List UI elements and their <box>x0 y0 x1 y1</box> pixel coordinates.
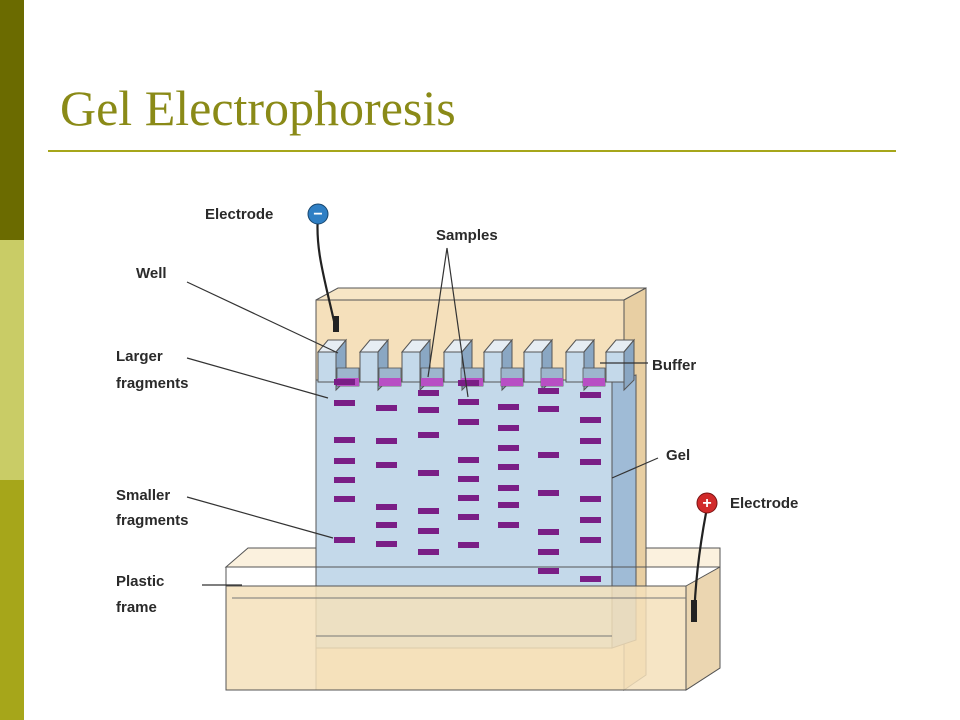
leader-lines <box>186 247 659 586</box>
label-plastic-frame-1: Plastic <box>116 573 164 590</box>
gel-tooth-front <box>401 351 421 383</box>
dna-band <box>458 542 479 548</box>
negative-electrode-icon <box>307 203 329 225</box>
dna-band <box>538 452 559 458</box>
dna-band <box>334 537 355 543</box>
label-well: Well <box>136 265 167 282</box>
dna-band <box>418 432 439 438</box>
dna-band <box>334 379 355 385</box>
label-electrode-positive: Electrode <box>730 495 798 512</box>
dna-band <box>580 417 601 423</box>
dna-band <box>580 537 601 543</box>
dna-band <box>376 462 397 468</box>
gel-tooth-front <box>523 351 543 383</box>
dna-band <box>498 485 519 491</box>
dna-bands <box>334 379 601 582</box>
positive-electrode-icon <box>696 492 718 514</box>
gel-tooth-front <box>565 351 585 383</box>
dna-band <box>538 490 559 496</box>
gel-tooth-front <box>443 351 463 383</box>
larger-fragments-leader <box>186 357 329 399</box>
positive-electrode-symbol: + <box>702 495 711 512</box>
dna-band <box>580 459 601 465</box>
side-bar-top <box>0 0 24 240</box>
dna-band <box>376 522 397 528</box>
dna-band <box>458 476 479 482</box>
dna-band <box>538 388 559 394</box>
label-gel: Gel <box>666 447 690 464</box>
title-divider <box>48 150 896 152</box>
dna-band <box>498 522 519 528</box>
gel-tooth-front <box>359 351 379 383</box>
dna-band <box>580 392 601 398</box>
sample-in-well <box>379 378 401 386</box>
negative-electrode-plate <box>333 316 339 332</box>
side-bar-bottom <box>0 480 24 720</box>
dna-band <box>376 438 397 444</box>
dna-band <box>458 399 479 405</box>
plastic-frame-tray-side <box>685 566 721 691</box>
dna-band <box>580 576 601 582</box>
sample-in-well <box>421 378 443 386</box>
dna-band <box>458 380 479 386</box>
dna-band <box>334 437 355 443</box>
side-bar-middle <box>0 240 24 480</box>
dna-band <box>538 549 559 555</box>
samples-leader <box>427 247 469 398</box>
plastic-frame-tray <box>225 585 687 691</box>
label-plastic-frame-2: frame <box>116 599 157 616</box>
buffer-chamber-top <box>315 287 647 301</box>
label-electrode-negative: Electrode <box>205 206 273 223</box>
sample-in-well <box>501 378 523 386</box>
dna-band <box>418 508 439 514</box>
label-samples: Samples <box>436 227 498 244</box>
dna-band <box>418 528 439 534</box>
gel-tooth-front <box>317 351 337 383</box>
dna-band <box>376 405 397 411</box>
dna-band <box>458 495 479 501</box>
dna-band <box>458 457 479 463</box>
well-leader <box>186 281 339 354</box>
dna-band <box>498 445 519 451</box>
dna-band <box>498 425 519 431</box>
dna-band <box>458 514 479 520</box>
dna-band <box>334 477 355 483</box>
dna-band <box>418 470 439 476</box>
label-buffer: Buffer <box>652 357 696 374</box>
dna-band <box>580 496 601 502</box>
dna-band <box>580 438 601 444</box>
sample-in-well <box>541 378 563 386</box>
dna-band <box>580 517 601 523</box>
dna-band <box>418 549 439 555</box>
dna-band <box>458 419 479 425</box>
dna-band <box>498 464 519 470</box>
gel-tooth-front <box>605 351 625 383</box>
dna-band <box>376 541 397 547</box>
gel-tooth-front <box>483 351 503 383</box>
label-larger-fragments-2: fragments <box>116 375 189 392</box>
label-larger-fragments-1: Larger <box>116 348 163 365</box>
dna-band <box>376 504 397 510</box>
dna-band <box>334 496 355 502</box>
slide-title: Gel Electrophoresis <box>60 80 456 136</box>
dna-band <box>498 502 519 508</box>
dna-band <box>418 390 439 396</box>
dna-band <box>538 406 559 412</box>
dna-band <box>418 407 439 413</box>
dna-band <box>498 404 519 410</box>
dna-band <box>538 529 559 535</box>
negative-electrode-symbol: − <box>313 206 322 223</box>
positive-electrode-plate <box>691 600 697 622</box>
dna-band <box>334 458 355 464</box>
label-smaller-fragments-2: fragments <box>116 512 189 529</box>
smaller-fragments-leader <box>186 496 334 539</box>
dna-band <box>538 568 559 574</box>
sample-in-well <box>583 378 605 386</box>
negative-electrode-wire <box>316 214 338 331</box>
dna-band <box>334 400 355 406</box>
gel-leader <box>611 457 659 479</box>
label-smaller-fragments-1: Smaller <box>116 487 170 504</box>
